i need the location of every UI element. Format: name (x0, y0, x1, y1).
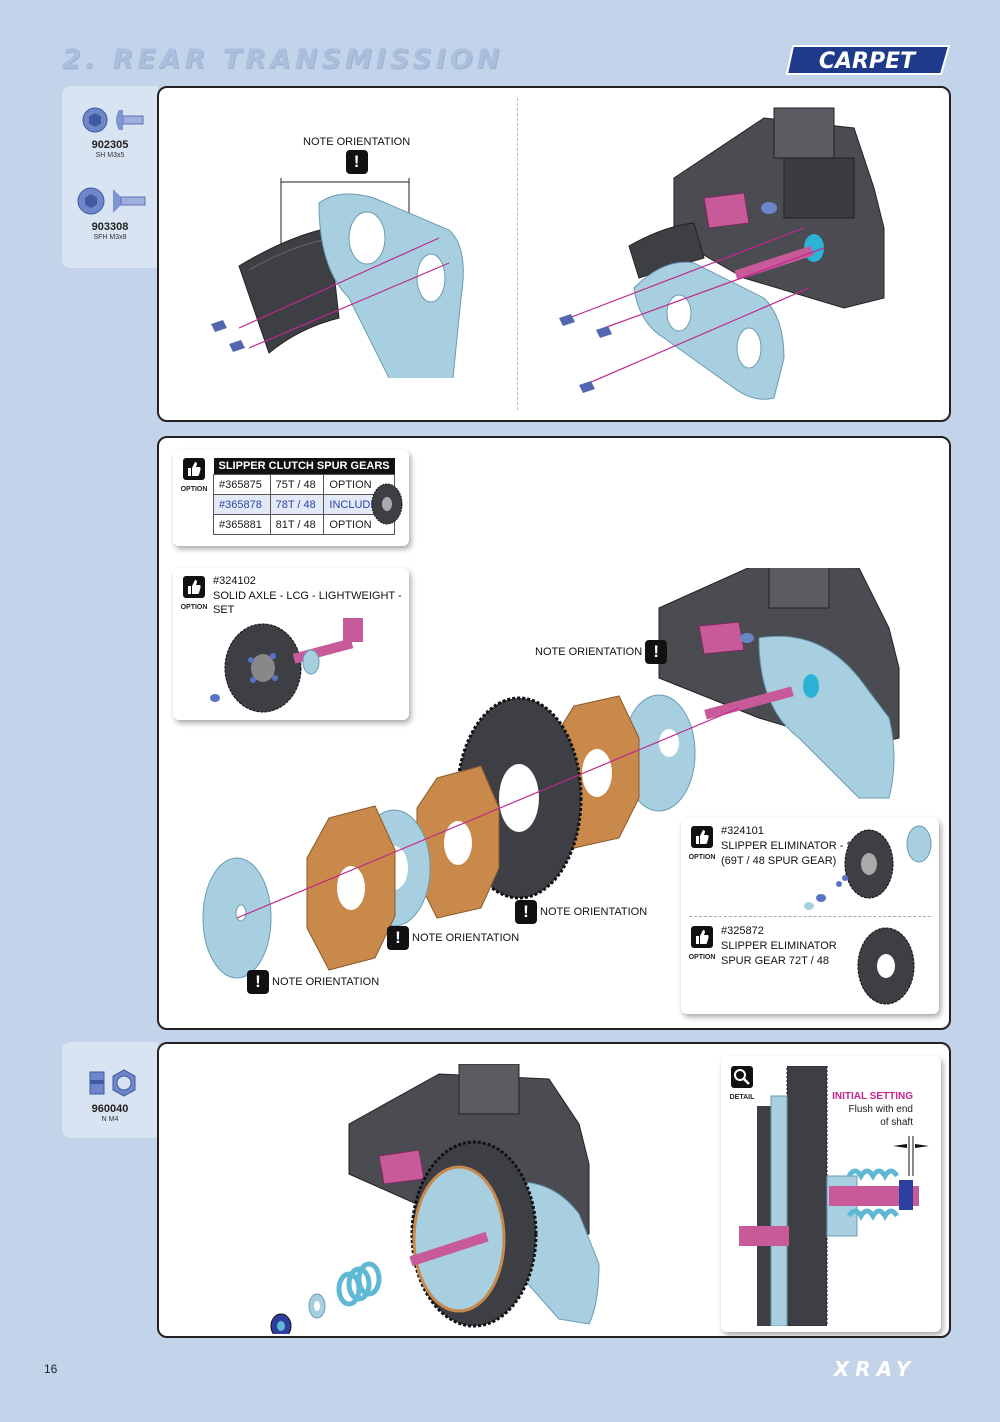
part-902305: 902305 SH M3x5 (62, 106, 158, 160)
xray-logo: XRAY (795, 1357, 955, 1385)
note-orientation-spur-gear: ! NOTE ORIENTATION (515, 900, 647, 924)
carpet-badge-text: CARPET (819, 49, 917, 74)
thumbs-up-icon (183, 458, 205, 480)
note-text: NOTE ORIENTATION (272, 976, 380, 988)
note-text: NOTE ORIENTATION (412, 932, 520, 944)
part-960040: 960040 N M4 (62, 1068, 158, 1124)
slipper-cover-assembly-illustration (211, 178, 464, 378)
flush-shaft-detail-illustration (739, 1066, 929, 1326)
gearbox-mount-illustration (559, 107, 885, 400)
warning-icon: ! (515, 900, 537, 924)
table-row: #365881 81T / 48 OPTION (213, 514, 396, 535)
option-badge: OPTION (685, 926, 719, 961)
option-code: #324102 (213, 575, 256, 587)
slipper-eliminator-option-card: OPTION #324101 SLIPPER ELIMINATOR - SET … (681, 818, 939, 1014)
step-panel-2: OPTION SLIPPER CLUTCH SPUR GEARS #365875… (157, 436, 951, 1030)
initial-setting-detail-card: DETAIL INITIAL SETTING Flush with end of… (721, 1056, 941, 1332)
lock-nut-icon (89, 1069, 136, 1097)
part-code: 903308 (91, 221, 129, 233)
option-description: SLIPPER ELIMINATOR (721, 940, 837, 952)
initial-setting-text: INITIAL SETTING Flush with end of shaft (821, 1090, 913, 1129)
table-cell: 75T / 48 (269, 474, 325, 495)
detail-label: DETAIL (729, 1094, 755, 1101)
table-cell: #365878 (213, 494, 271, 515)
option-description: (69T / 48 SPUR GEAR) (721, 855, 837, 867)
option-badge: OPTION (177, 576, 211, 611)
note-orientation-top: NOTE ORIENTATION ! (303, 136, 410, 174)
note-orientation-hub: ! NOTE ORIENTATION (247, 970, 379, 994)
slipper-clutch-exploded-illustration (202, 568, 900, 979)
table-row: #365875 75T / 48 OPTION (213, 474, 396, 495)
carpet-badge: CARPET (785, 44, 953, 81)
option-description: SLIPPER ELIMINATOR - SET (721, 840, 868, 852)
detail-badge: DETAIL (725, 1066, 759, 1101)
card-divider (689, 916, 931, 917)
solid-axle-option-card: OPTION #324102 SOLID AXLE - LCG - LIGHTW… (173, 568, 409, 720)
step-panel-1: NOTE ORIENTATION ! (157, 86, 951, 422)
thumbs-up-icon (183, 576, 205, 598)
parts-tab-bottom: 960040 N M4 (62, 1042, 158, 1138)
warning-icon: ! (247, 970, 269, 994)
spur-gear-icon (371, 483, 403, 525)
table-cell: 81T / 48 (269, 514, 325, 535)
option-label: OPTION (688, 954, 716, 961)
step-panel-3: DETAIL INITIAL SETTING Flush with end of… (157, 1042, 951, 1338)
part-code: 902305 (91, 139, 129, 151)
note-text: NOTE ORIENTATION (535, 646, 643, 658)
xray-logo-text: XRAY (832, 1358, 917, 1380)
table-header: SLIPPER CLUTCH SPUR GEARS (213, 458, 395, 475)
solid-axle-illustration (210, 618, 363, 713)
note-orientation-backplate: ! NOTE ORIENTATION (387, 926, 519, 950)
final-assembly-illustration (270, 1064, 600, 1334)
option-badge: OPTION (685, 826, 719, 861)
spur-gear-table: SLIPPER CLUTCH SPUR GEARS #365875 75T / … (213, 458, 396, 535)
option-code: #325872 (721, 925, 764, 937)
table-cell: #365881 (213, 514, 271, 535)
option-label: OPTION (180, 604, 208, 611)
part-903308: 903308 SFH M3x8 (62, 186, 158, 242)
table-cell: #365875 (213, 474, 271, 495)
parts-tab-top: 902305 SH M3x5 903308 SFH M3x8 (62, 86, 158, 268)
note-text: NOTE ORIENTATION (303, 136, 411, 148)
panel-divider (517, 98, 518, 410)
table-cell: OPTION (323, 514, 396, 535)
page-title: 2. REAR TRANSMISSION (62, 44, 504, 75)
thumbs-up-icon (691, 826, 713, 848)
magnifier-icon (731, 1066, 753, 1088)
page-number: 16 (44, 1362, 58, 1376)
note-orientation-pressure-plate: NOTE ORIENTATION ! (535, 640, 668, 664)
slipper-eliminator-set-illustration (804, 825, 932, 910)
part-desc: SFH M3x8 (93, 234, 127, 241)
warning-icon: ! (645, 640, 668, 664)
initial-setting-line: of shaft (880, 1117, 913, 1128)
warning-icon: ! (387, 926, 409, 950)
option-label: OPTION (180, 486, 208, 493)
thumbs-up-icon (691, 926, 713, 948)
table-cell: 78T / 48 (269, 494, 325, 515)
option-description: SPUR GEAR 72T / 48 (721, 955, 830, 967)
option-code: #324101 (721, 825, 764, 837)
button-head-screw-icon (82, 107, 144, 133)
part-desc: SH M3x5 (95, 152, 125, 159)
initial-setting-line: Flush with end (848, 1104, 913, 1115)
note-text: NOTE ORIENTATION (540, 906, 648, 918)
flat-head-screw-icon (77, 187, 146, 215)
option-label: OPTION (688, 854, 716, 861)
warning-icon: ! (345, 150, 368, 174)
part-code: 960040 (91, 1103, 129, 1115)
option-badge: OPTION (177, 458, 211, 493)
part-desc: N M4 (101, 1116, 119, 1123)
initial-setting-title: INITIAL SETTING (832, 1091, 913, 1102)
table-row: #365878 78T / 48 INCLUDED (213, 494, 396, 515)
spur-gear-72t-illustration (857, 927, 915, 1005)
spur-gear-option-card: OPTION SLIPPER CLUTCH SPUR GEARS #365875… (173, 450, 409, 546)
option-description: SOLID AXLE - LCG - LIGHTWEIGHT - SET (213, 590, 402, 616)
